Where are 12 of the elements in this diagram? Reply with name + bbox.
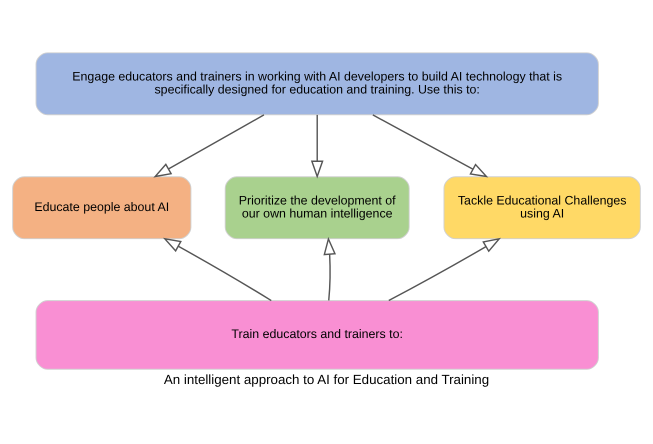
arrow bbox=[153, 114, 264, 178]
arrow bbox=[323, 236, 336, 300]
node-box: Train educators and trainers to: bbox=[36, 300, 599, 370]
node-box: Engage educators and trainers in working with AI developers to build AI technology that is specifically designed for education and training. Use this to: bbox=[36, 52, 599, 116]
node-box: Tackle Educational Challenges using AI bbox=[444, 176, 641, 240]
arrow bbox=[162, 238, 272, 302]
arrow bbox=[388, 238, 502, 302]
node-box: Educate people about AI bbox=[12, 176, 192, 240]
arrow bbox=[310, 114, 324, 179]
node-box: Prioritize the development of our own human intelligence bbox=[224, 176, 410, 240]
caption: An intelligent approach to AI for Education and Training bbox=[164, 372, 490, 387]
arrow bbox=[372, 114, 488, 178]
